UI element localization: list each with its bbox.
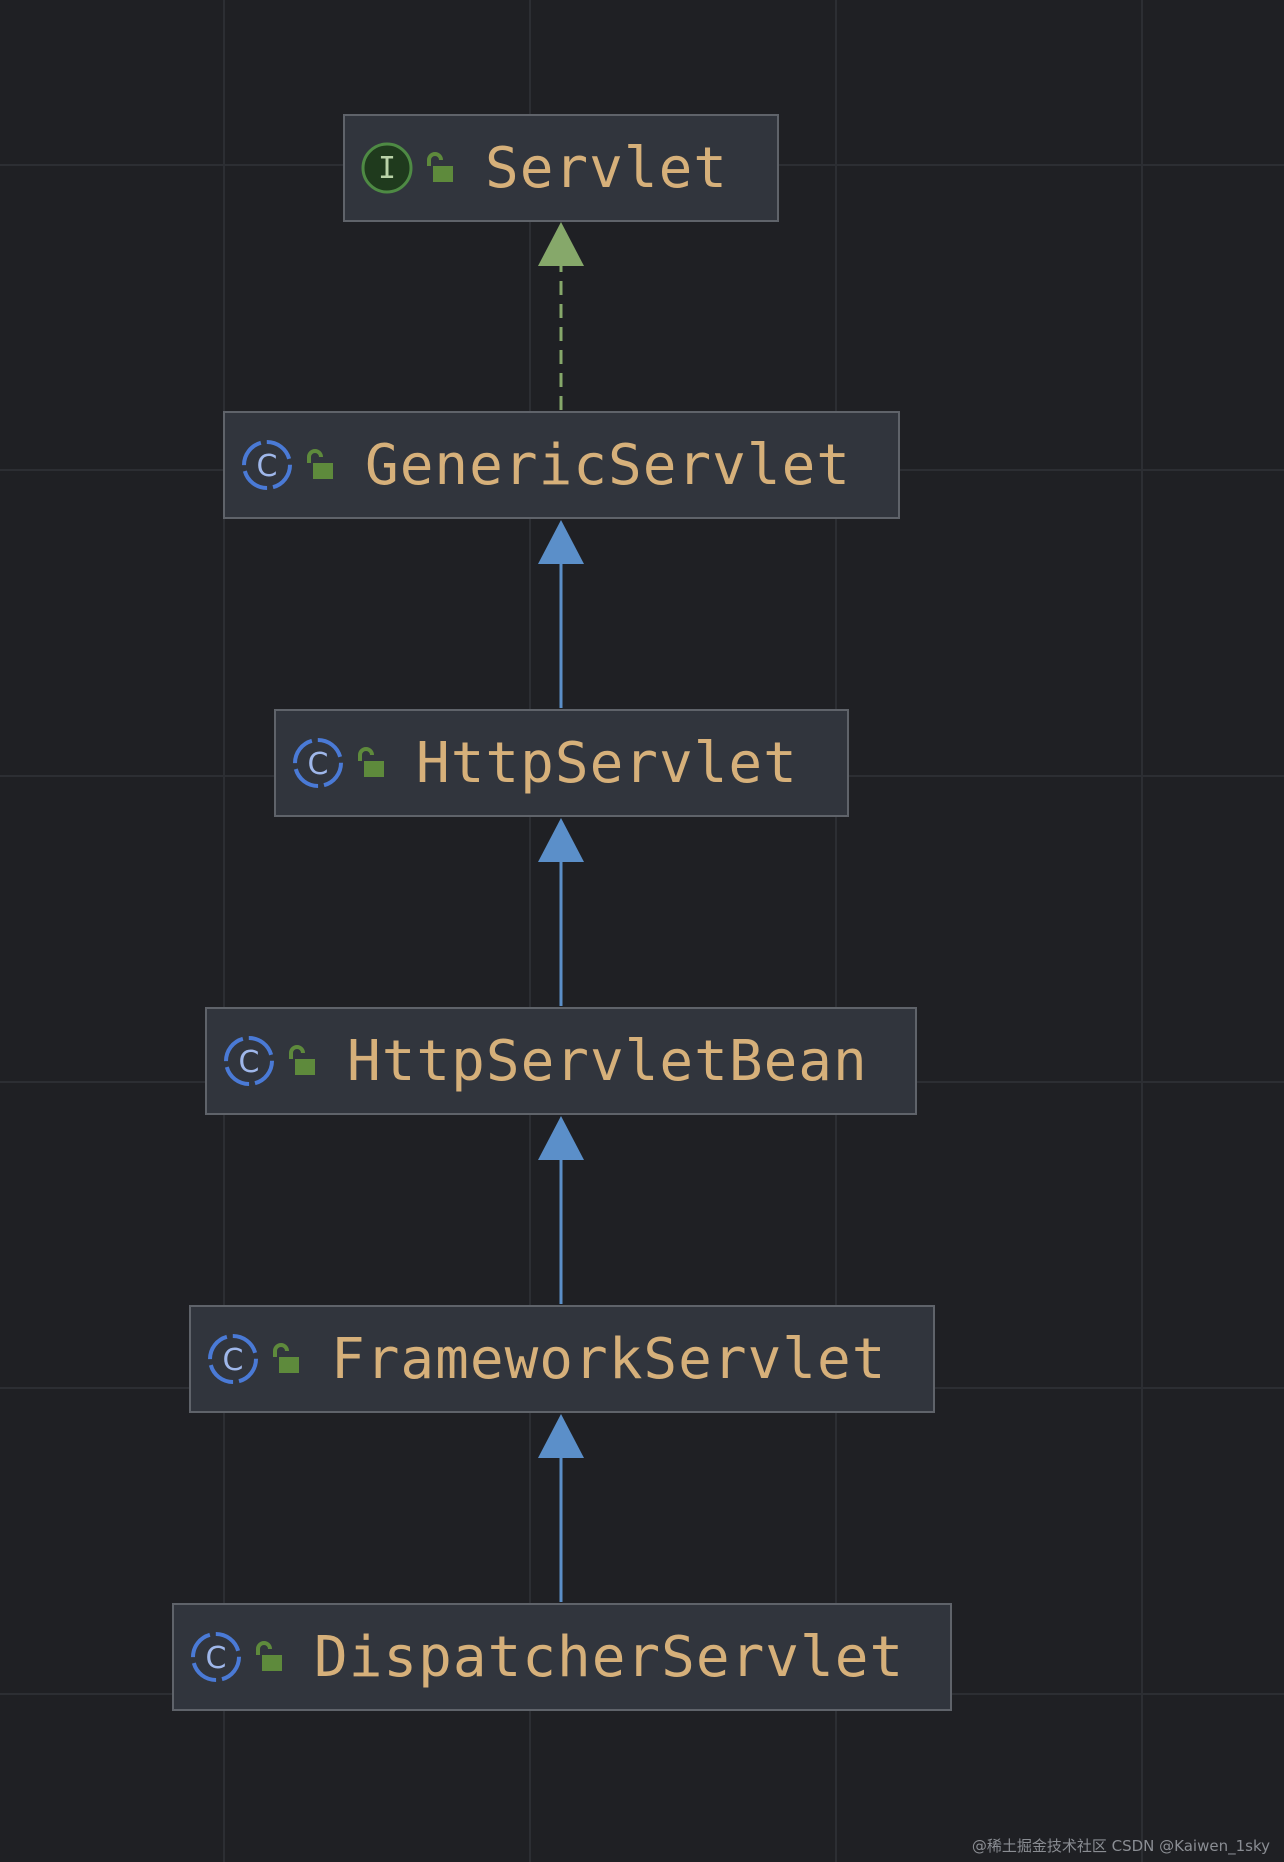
- node-http-servlet[interactable]: C HttpServlet: [274, 709, 849, 817]
- svg-text:C: C: [223, 1343, 244, 1378]
- public-lock-icon: [427, 152, 453, 182]
- node-name: FrameworkServlet: [331, 1326, 887, 1392]
- svg-text:C: C: [308, 747, 329, 782]
- node-name: HttpServlet: [416, 730, 798, 796]
- class-icon: C: [208, 1334, 258, 1384]
- class-icon: C: [242, 440, 292, 490]
- interface-icon: I: [361, 142, 413, 194]
- class-icon: C: [191, 1632, 241, 1682]
- public-lock-icon: [273, 1343, 299, 1373]
- watermark: @稀土掘金技术社区 CSDN @Kaiwen_1sky: [971, 1837, 1270, 1855]
- class-icon: C: [293, 738, 343, 788]
- node-http-servlet-bean[interactable]: C HttpServletBean: [205, 1007, 917, 1115]
- node-name: DispatcherServlet: [314, 1624, 905, 1690]
- node-dispatcher-servlet[interactable]: C DispatcherServlet: [172, 1603, 952, 1711]
- svg-text:C: C: [239, 1045, 260, 1080]
- public-lock-icon: [307, 449, 333, 479]
- node-name: HttpServletBean: [347, 1028, 868, 1094]
- node-framework-servlet[interactable]: C FrameworkServlet: [189, 1305, 935, 1413]
- node-name: GenericServlet: [365, 432, 852, 498]
- svg-text:C: C: [257, 449, 278, 484]
- public-lock-icon: [256, 1641, 282, 1671]
- class-icon: C: [224, 1036, 274, 1086]
- node-name: Servlet: [485, 135, 729, 201]
- public-lock-icon: [358, 747, 384, 777]
- public-lock-icon: [289, 1045, 315, 1075]
- svg-text:I: I: [378, 151, 396, 186]
- node-servlet[interactable]: I Servlet: [343, 114, 779, 222]
- node-generic-servlet[interactable]: C GenericServlet: [223, 411, 900, 519]
- svg-text:C: C: [206, 1641, 227, 1676]
